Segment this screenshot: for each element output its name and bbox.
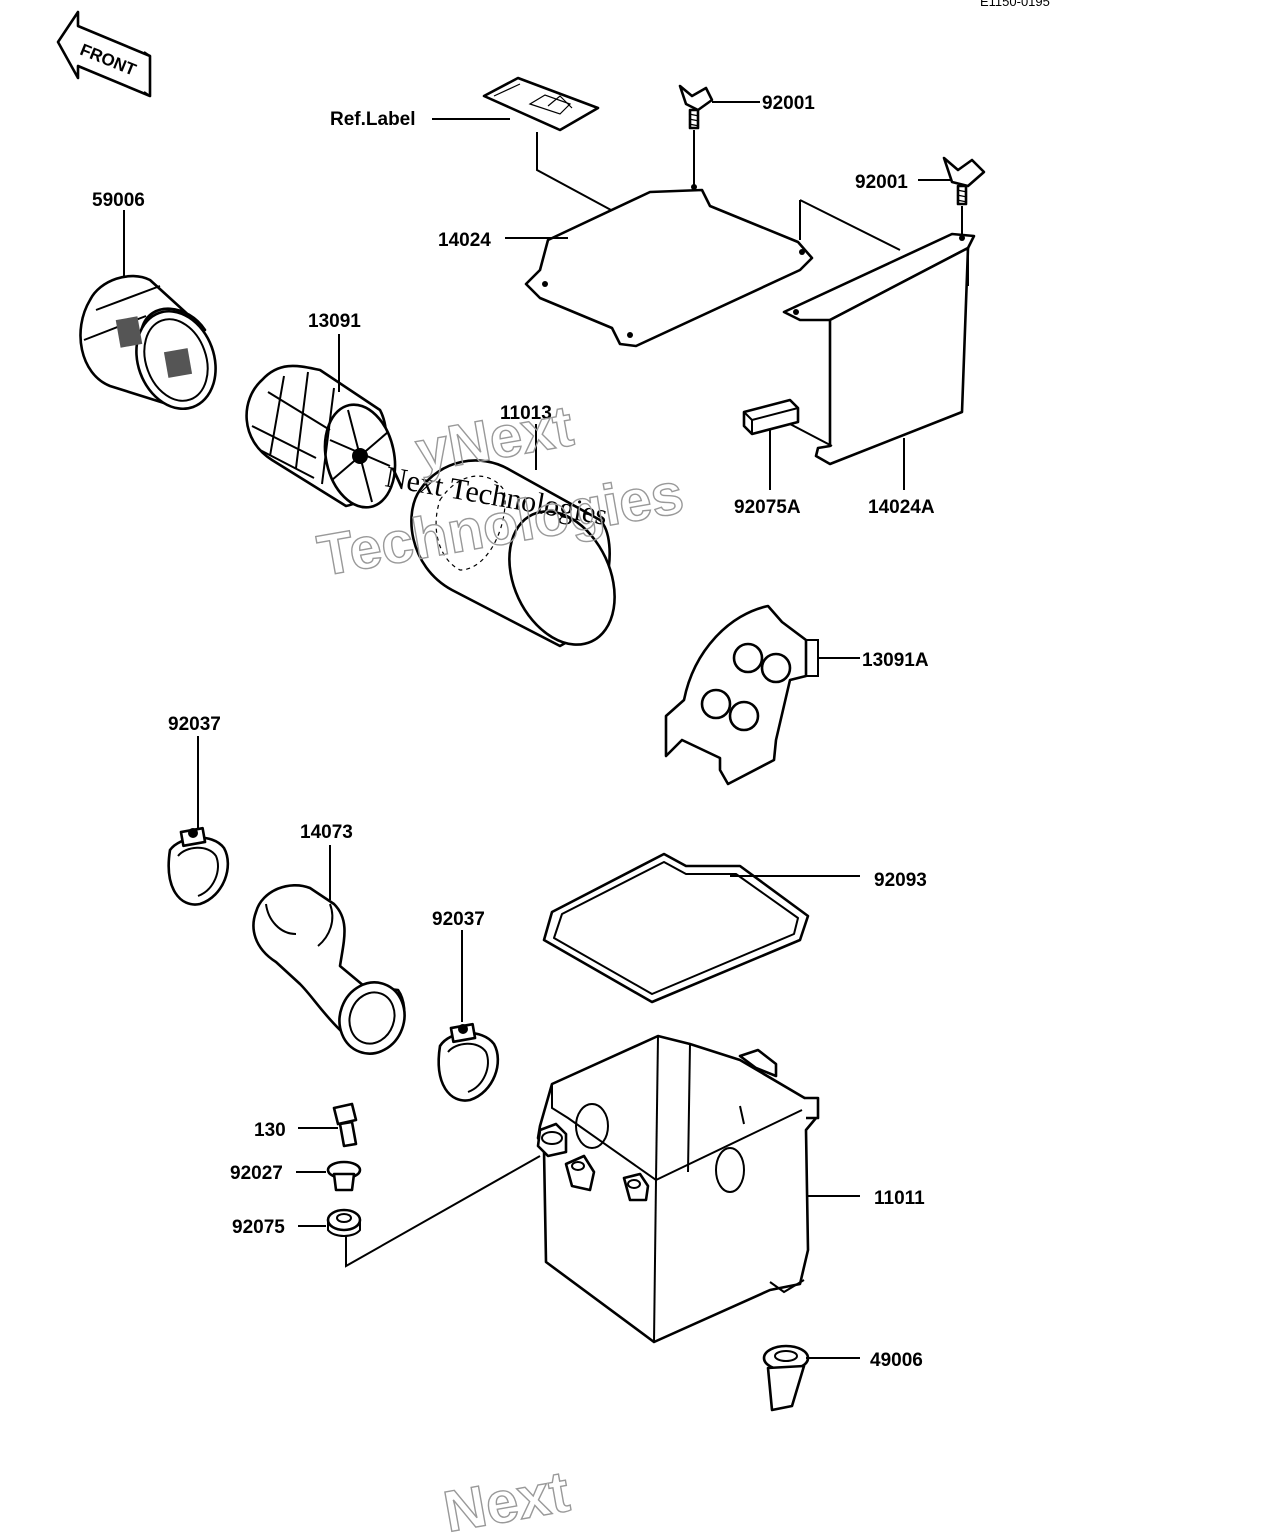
callout-pad: 92075A [734, 497, 801, 518]
ref-label-sticker [482, 76, 600, 132]
collar [326, 1160, 362, 1192]
cover-plate [524, 184, 814, 348]
reference-code: E1150-0195 [980, 0, 1050, 9]
callout-cover-bracket: 14024A [868, 497, 935, 518]
callout-holder-plate: 13091A [862, 650, 929, 671]
callout-case: 11011 [874, 1188, 925, 1209]
front-arrow-icon: FRONT [56, 10, 152, 98]
callout-wing-bolt-right: 92001 [855, 172, 908, 193]
intake-duct [252, 883, 406, 1055]
callout-clamp-left: 92037 [168, 714, 221, 735]
filter-cage [245, 364, 397, 509]
wing-bolt-right [942, 156, 986, 206]
air-case [536, 1034, 820, 1344]
filter-element [410, 459, 616, 648]
watermark-large-line1: yNext [411, 393, 578, 484]
callout-filter-cap: 59006 [92, 190, 145, 211]
rubber-pad [742, 398, 800, 436]
callout-duct: 14073 [300, 822, 353, 843]
holder-plate [664, 604, 819, 786]
hose-clamp-right [437, 1022, 500, 1102]
callout-gasket: 92093 [874, 870, 927, 891]
drain-cap [762, 1344, 810, 1412]
gasket [542, 852, 810, 1004]
callout-wing-bolt-top: 92001 [762, 93, 815, 114]
callout-drain-cap: 49006 [870, 1350, 923, 1371]
callout-filter-cage: 13091 [308, 311, 361, 332]
callout-bolt: 130 [254, 1120, 286, 1141]
grommet [326, 1208, 362, 1237]
wing-bolt-top [678, 84, 714, 130]
callout-ref-label: Ref.Label [330, 109, 416, 130]
filter-cap [79, 274, 217, 411]
callout-grommet: 92075 [232, 1217, 285, 1238]
callout-clamp-right: 92037 [432, 909, 485, 930]
bolt [332, 1102, 358, 1148]
hose-clamp-left [167, 826, 230, 906]
watermark-bottom: Next [439, 1459, 574, 1536]
callout-cover-plate: 14024 [438, 230, 491, 251]
cover-bracket [782, 232, 976, 466]
callout-collar: 92027 [230, 1163, 283, 1184]
callout-filter-element: 11013 [500, 403, 552, 424]
